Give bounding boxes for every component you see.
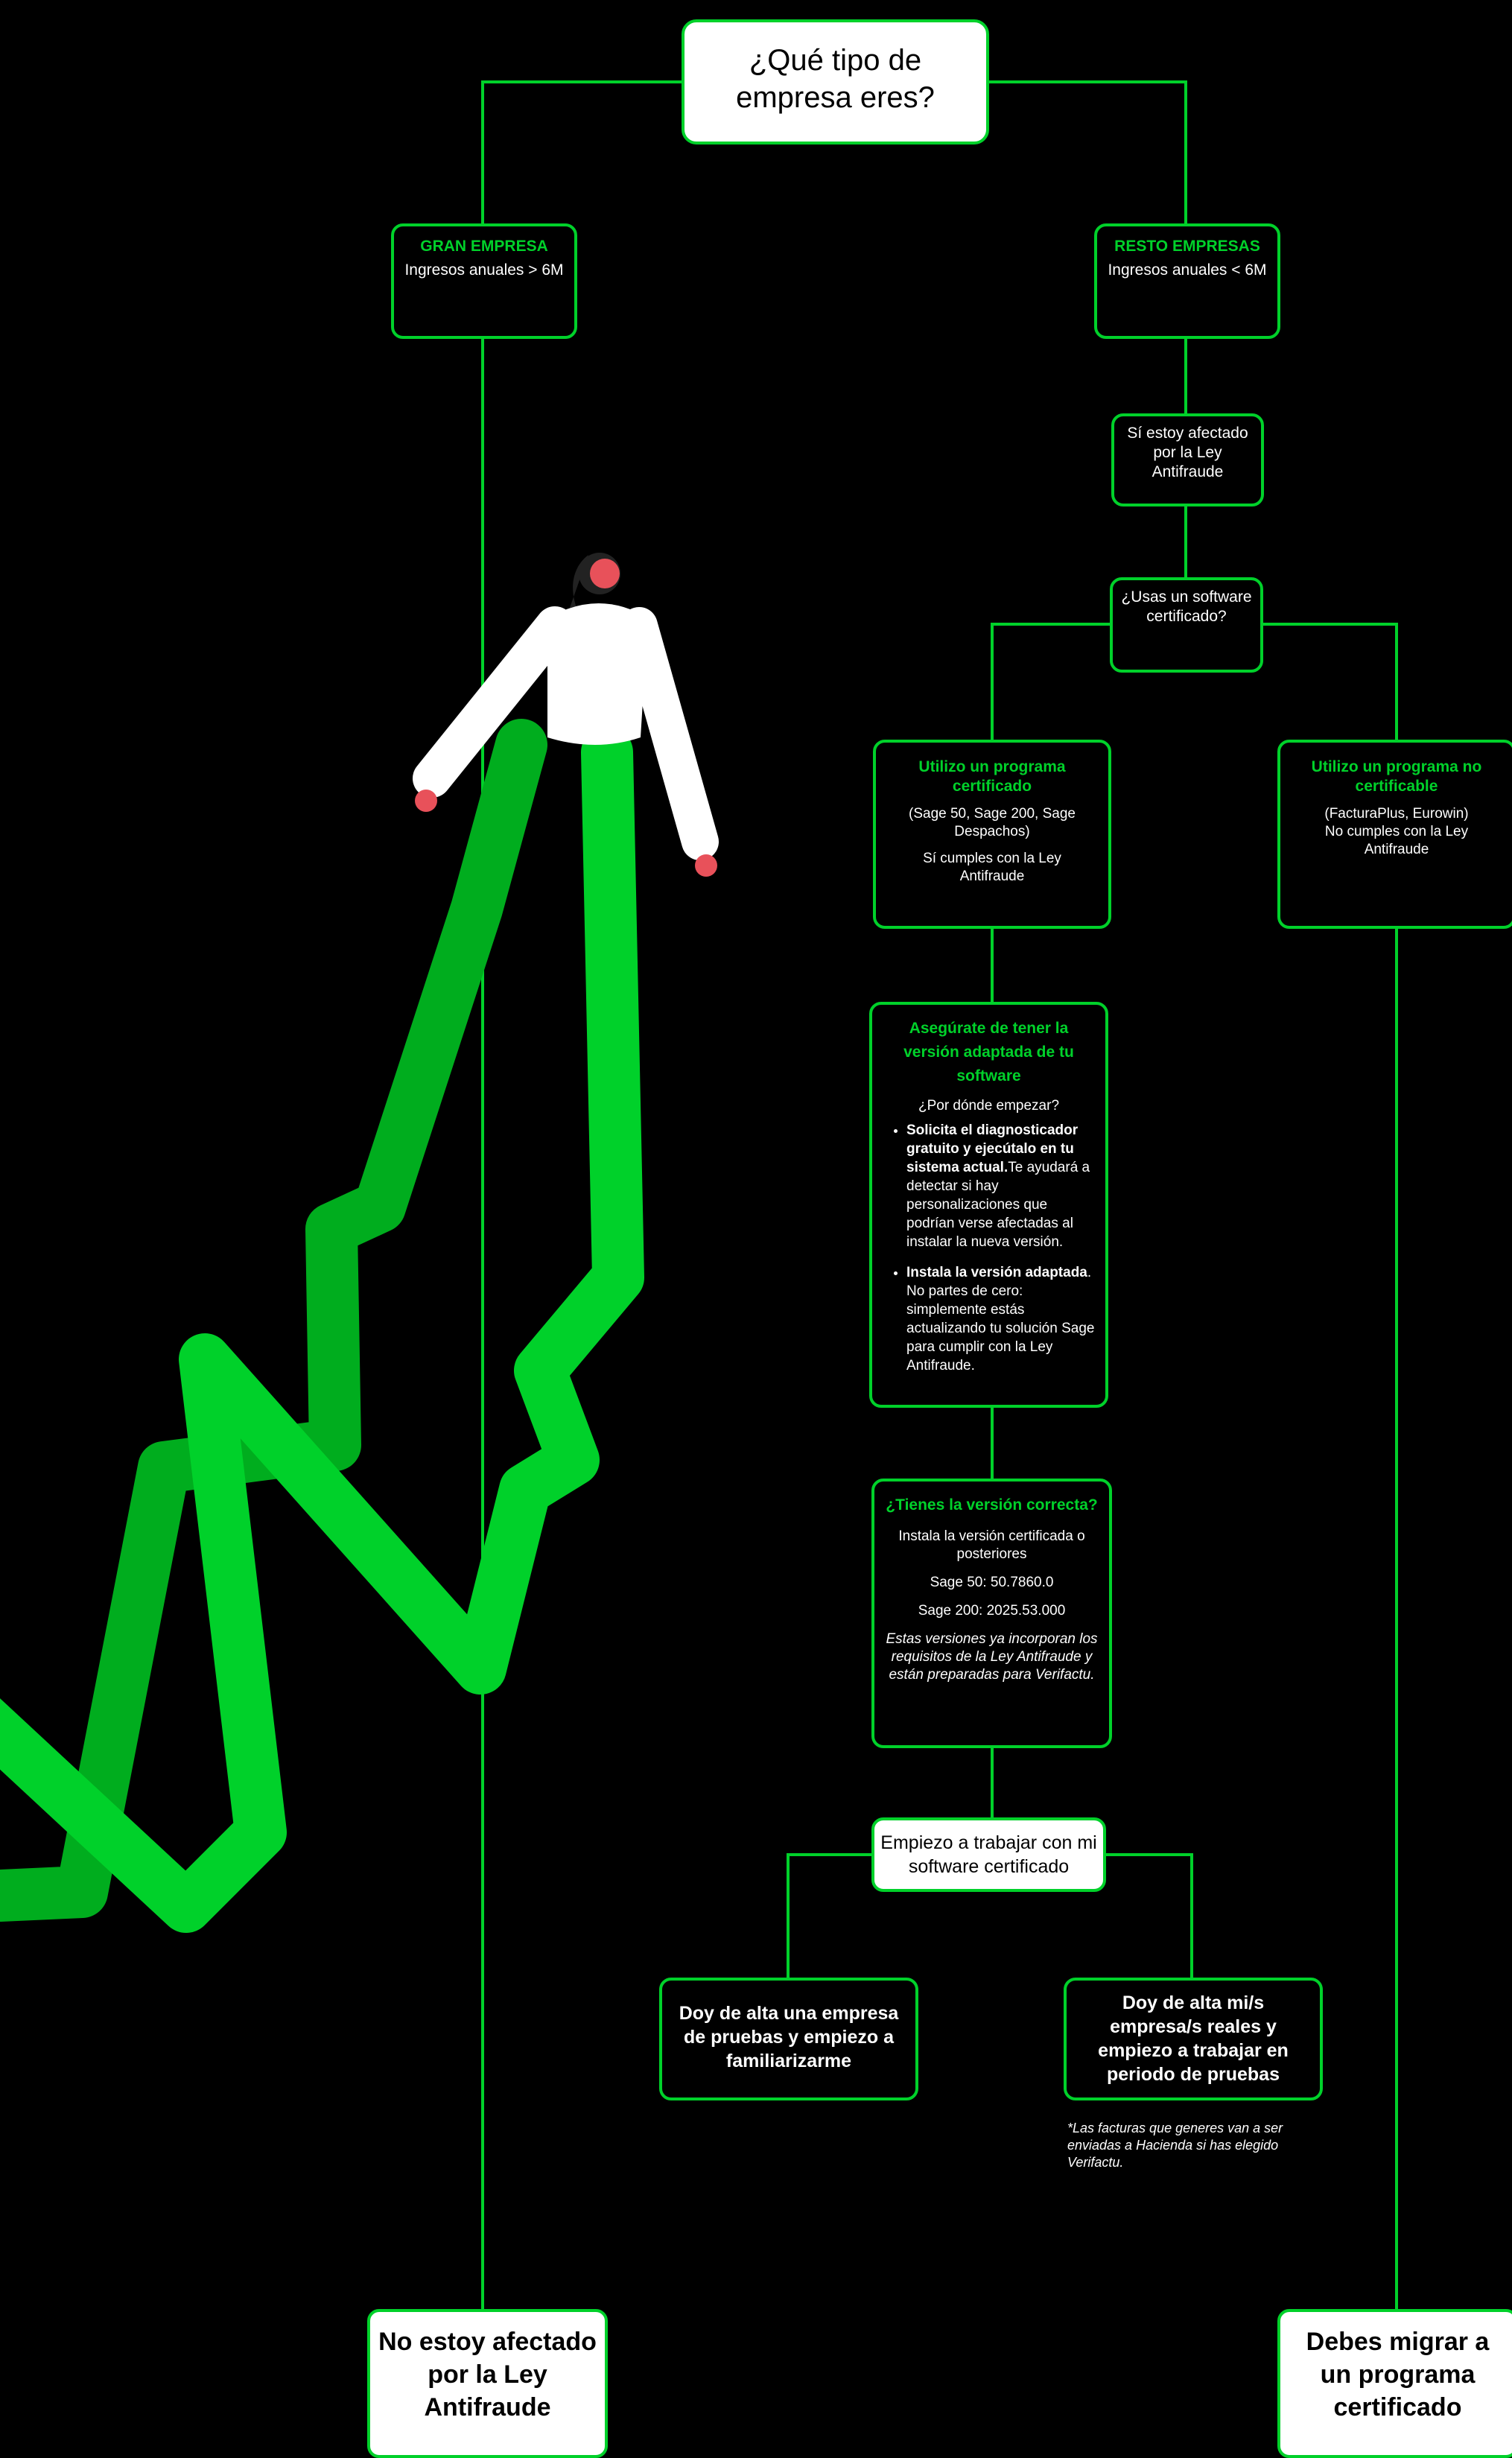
empresa-pruebas-box: Doy de alta una empresa de pruebas y emp… xyxy=(659,1978,918,2100)
certificado-title: Utilizo un programa certificado xyxy=(918,758,1066,795)
resto-empresas-title: RESTO EMPRESAS xyxy=(1114,238,1260,255)
version-text: Instala la versión certificada o posteri… xyxy=(898,1528,1085,1562)
person-figure xyxy=(413,553,719,877)
gran-empresa-box: GRAN EMPRESA Ingresos anuales > 6M xyxy=(391,223,577,339)
asegurate-steps: Solicita el diagnosticador gratuito y ej… xyxy=(881,1121,1096,1375)
asegurate-step-1: Solicita el diagnosticador gratuito y ej… xyxy=(906,1121,1096,1251)
empresas-reales-box: Doy de alta mi/s empresa/s reales y empi… xyxy=(1064,1978,1323,2100)
asegurate-step-2: Instala la versión adaptada. No partes d… xyxy=(906,1263,1096,1375)
resto-empresas-text: Ingresos anuales < 6M xyxy=(1108,261,1267,279)
empiezo-box: Empiezo a trabajar con mi software certi… xyxy=(871,1817,1106,1892)
illustration xyxy=(0,553,719,1933)
version-sage50: Sage 50: 50.7860.0 xyxy=(930,1575,1054,1590)
root-question: ¿Qué tipo de empresa eres? xyxy=(736,44,935,114)
debes-migrar-box: Debes migrar a un programa certificado xyxy=(1277,2309,1512,2458)
version-correcta-box: ¿Tienes la versión correcta? Instala la … xyxy=(871,1479,1112,1748)
pruebas-text: Doy de alta una empresa de pruebas y emp… xyxy=(679,2003,899,2071)
programa-no-certificable-box: Utilizo un programa no certificable (Fac… xyxy=(1277,740,1512,929)
no-certificable-examples: (FacturaPlus, Eurowin) xyxy=(1324,806,1469,822)
no-certificable-title: Utilizo un programa no certificable xyxy=(1311,758,1482,795)
gran-empresa-title: GRAN EMPRESA xyxy=(420,238,548,255)
version-sage200: Sage 200: 2025.53.000 xyxy=(918,1603,1066,1619)
facturas-note: *Las facturas que generes van a ser envi… xyxy=(1067,2121,1283,2170)
afectado-text: Sí estoy afectado por la Ley Antifraude xyxy=(1127,425,1248,480)
asegurate-box: Asegúrate de tener la versión adaptada d… xyxy=(869,1002,1108,1408)
no-afectado-box: No estoy afectado por la Ley Antifraude xyxy=(367,2309,608,2458)
certificado-examples: (Sage 50, Sage 200, Sage Despachos) xyxy=(909,806,1076,839)
root-question-box: ¿Qué tipo de empresa eres? xyxy=(682,19,989,145)
no-certificable-text: No cumples con la Ley Antifraude xyxy=(1324,824,1469,857)
zigzag-bright-stroke xyxy=(0,726,644,1933)
programa-certificado-box: Utilizo un programa certificado (Sage 50… xyxy=(873,740,1111,929)
gran-empresa-text: Ingresos anuales > 6M xyxy=(404,261,564,279)
version-title: ¿Tienes la versión correcta? xyxy=(886,1496,1098,1514)
usas-software-text: ¿Usas un software certificado? xyxy=(1121,588,1252,625)
migrar-text: Debes migrar a un programa certificado xyxy=(1306,2328,1490,2422)
empiezo-text: Empiezo a trabajar con mi software certi… xyxy=(880,1832,1097,1877)
no-afectado-text: No estoy afectado por la Ley Antifraude xyxy=(378,2328,597,2422)
asegurate-title: Asegúrate de tener la versión adaptada d… xyxy=(903,1020,1074,1084)
version-note: Estas versiones ya incorporan los requis… xyxy=(886,1631,1098,1683)
resto-empresas-box: RESTO EMPRESAS Ingresos anuales < 6M xyxy=(1094,223,1280,339)
usas-software-box: ¿Usas un software certificado? xyxy=(1110,577,1263,673)
afectado-box: Sí estoy afectado por la Ley Antifraude xyxy=(1111,413,1264,506)
certificado-text: Sí cumples con la Ley Antifraude xyxy=(923,851,1061,884)
reales-text: Doy de alta mi/s empresa/s reales y empi… xyxy=(1098,1992,1289,2085)
asegurate-subtitle: ¿Por dónde empezar? xyxy=(918,1098,1060,1114)
